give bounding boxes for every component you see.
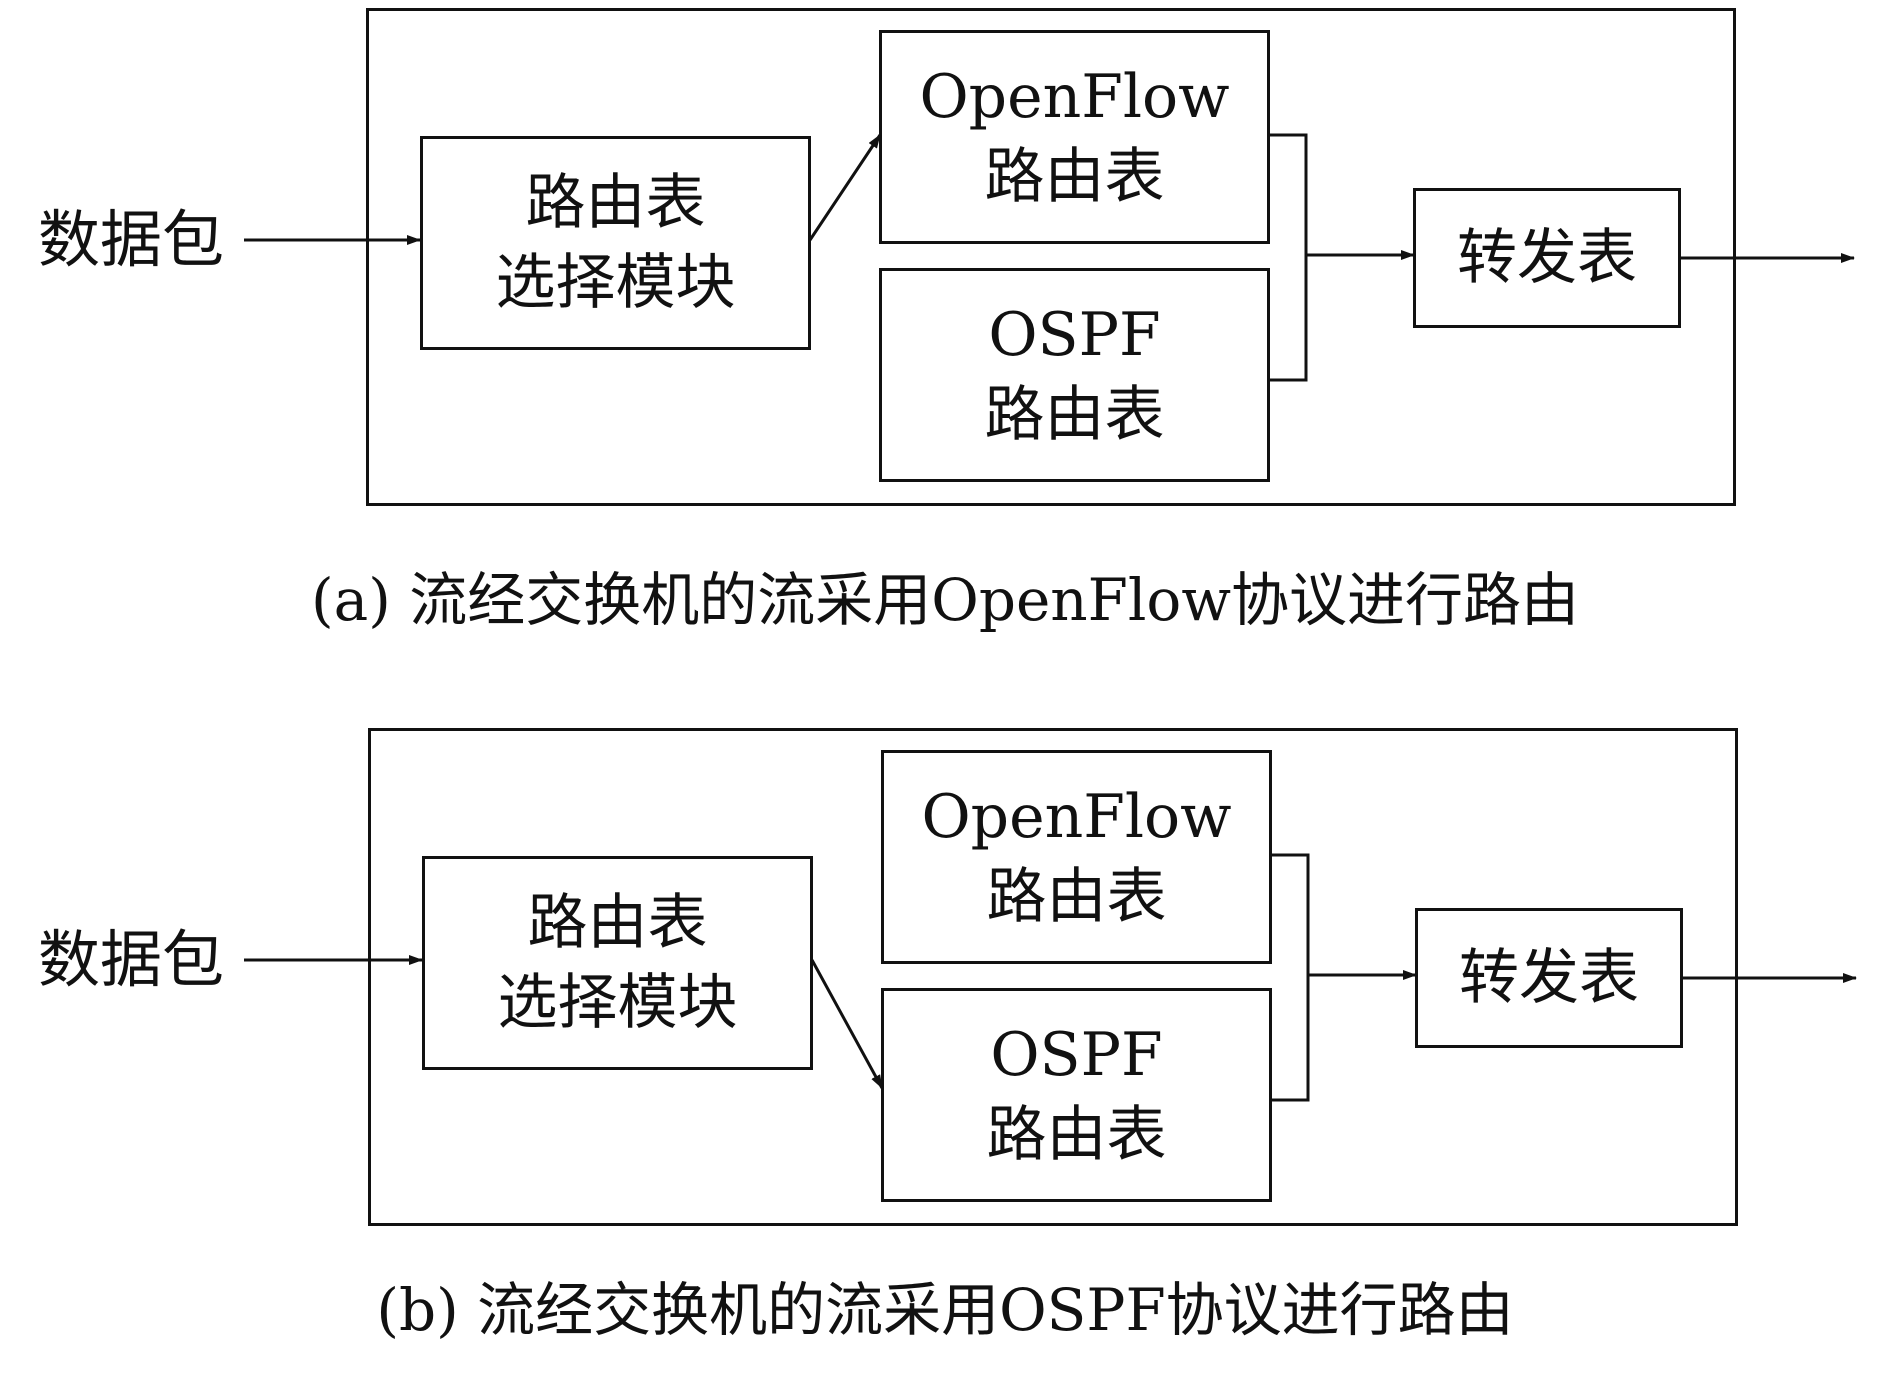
connectors-a <box>244 133 1855 382</box>
switch-frame <box>368 728 1738 1226</box>
routing-table-selector-box: 路由表 选择模块 <box>422 856 813 1070</box>
ospf-line-1: OSPF <box>988 300 1161 370</box>
merge-bracket <box>1270 853 1310 1102</box>
openflow-routing-table-box: OpenFlow 路由表 <box>881 750 1272 964</box>
selector-line-1: 路由表 <box>527 888 708 958</box>
selector-line-2: 选择模块 <box>497 968 738 1038</box>
forwarding-table-box: 转发表 <box>1415 908 1683 1048</box>
selection-arrow <box>810 959 884 1089</box>
forwarding-table-label: 转发表 <box>1459 943 1639 1013</box>
ospf-line-2: 路由表 <box>984 380 1165 450</box>
routing-table-selector-box: 路由表 选择模块 <box>420 136 811 350</box>
openflow-line-2: 路由表 <box>986 862 1167 932</box>
ospf-line-2: 路由表 <box>986 1100 1167 1170</box>
forwarding-table-box: 转发表 <box>1413 188 1681 328</box>
openflow-line-2: 路由表 <box>984 142 1165 212</box>
caption-b: (b) 流经交换机的流采用OSPF协议进行路由 <box>376 1276 1514 1344</box>
selector-line-1: 路由表 <box>525 168 706 238</box>
openflow-line-1: OpenFlow <box>919 62 1230 132</box>
selector-line-2: 选择模块 <box>495 248 736 318</box>
diagram-panel-b: 数据包 路由表 选择模块 OpenFlow 路由表 OSPF 路由表 转发表 (… <box>0 720 1890 1397</box>
diagram-panel-a: 数据包 路由表 选择模块 OpenFlow 路由表 OSPF 路由表 转发表 (… <box>0 0 1890 677</box>
ospf-routing-table-box: OSPF 路由表 <box>881 988 1272 1202</box>
openflow-routing-table-box: OpenFlow 路由表 <box>879 30 1270 244</box>
forwarding-table-label: 转发表 <box>1457 223 1637 293</box>
merge-bracket <box>1268 133 1308 382</box>
switch-frame <box>366 8 1736 506</box>
caption-a: (a) 流经交换机的流采用OpenFlow协议进行路由 <box>311 566 1579 634</box>
input-packet-label: 数据包 <box>38 203 225 276</box>
ospf-line-1: OSPF <box>990 1020 1163 1090</box>
ospf-routing-table-box: OSPF 路由表 <box>879 268 1270 482</box>
input-packet-label: 数据包 <box>38 923 225 996</box>
openflow-line-1: OpenFlow <box>921 782 1232 852</box>
selection-arrow <box>808 134 882 241</box>
connectors-b <box>244 853 1857 1102</box>
